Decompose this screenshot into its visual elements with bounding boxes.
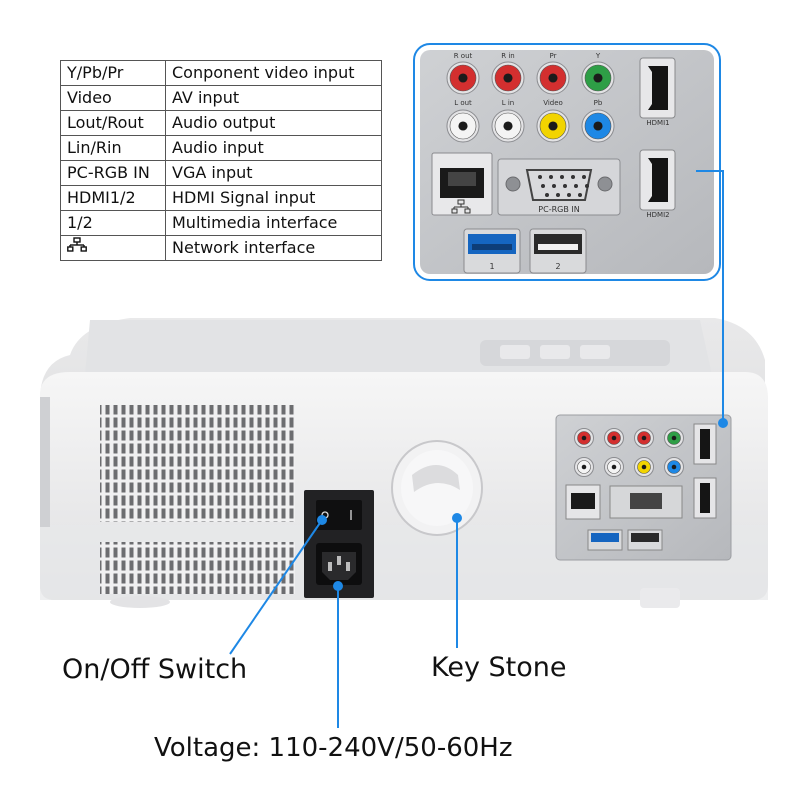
power-module bbox=[304, 490, 374, 598]
mini-jack-top[interactable] bbox=[664, 428, 684, 448]
y-jack[interactable] bbox=[581, 61, 615, 95]
usb-port-2[interactable]: 2 bbox=[529, 228, 587, 274]
keystone-knob[interactable] bbox=[391, 440, 483, 536]
legend-description: Audio input bbox=[165, 135, 382, 161]
rout-jack[interactable] bbox=[446, 61, 480, 95]
lin-label: L in bbox=[502, 99, 515, 107]
mini-jack-top[interactable] bbox=[574, 428, 594, 448]
legend-port: Lin/Rin bbox=[60, 135, 166, 161]
mini-vga[interactable] bbox=[609, 485, 683, 519]
usb-port-1[interactable]: 1 bbox=[463, 228, 521, 274]
mini-jack-bottom[interactable] bbox=[664, 457, 684, 477]
pb-label: Pb bbox=[594, 99, 603, 107]
legend-description: HDMI Signal input bbox=[165, 185, 382, 211]
legend-port: 1/2 bbox=[60, 210, 166, 236]
rin-label: R in bbox=[501, 52, 514, 60]
vent-grille-lower bbox=[100, 542, 295, 594]
video-jack[interactable] bbox=[536, 109, 570, 143]
hdmi2-label: HDMI2 bbox=[646, 211, 669, 219]
vga-port[interactable]: PC-RGB IN bbox=[497, 158, 621, 216]
zoom-leader-line bbox=[696, 170, 724, 423]
legend-description: AV input bbox=[165, 85, 382, 111]
legend-description: Conponent video input bbox=[165, 60, 382, 86]
legend-description: Multimedia interface bbox=[165, 210, 382, 236]
usb1-label: 1 bbox=[489, 262, 494, 271]
network-icon bbox=[67, 237, 87, 252]
onoff-switch-label: On/Off Switch bbox=[62, 654, 248, 685]
hdmi2-port[interactable]: HDMI2 bbox=[639, 149, 676, 219]
video-label: Video bbox=[543, 99, 563, 107]
vent-grille-upper bbox=[100, 405, 295, 522]
mini-jack-bottom[interactable] bbox=[634, 457, 654, 477]
mini-jack-top[interactable] bbox=[604, 428, 624, 448]
legend-row: Network interface bbox=[60, 235, 382, 261]
lan-port[interactable] bbox=[431, 152, 493, 216]
zoom-leader-dot bbox=[718, 418, 728, 428]
y-label: Y bbox=[595, 52, 601, 60]
legend-port bbox=[60, 235, 166, 261]
network-icon bbox=[451, 199, 471, 214]
voltage-label: Voltage: 110-240V/50-60Hz bbox=[154, 733, 513, 763]
io-panel-zoom: R out R in Pr Y L out L in Video Pb PC-RGB IN bbox=[413, 43, 721, 281]
mini-jack-bottom[interactable] bbox=[574, 457, 594, 477]
legend-port: HDMI1/2 bbox=[60, 185, 166, 211]
lin-jack[interactable] bbox=[491, 109, 525, 143]
legend-port: Y/Pb/Pr bbox=[60, 60, 166, 86]
lout-label: L out bbox=[454, 99, 472, 107]
legend-description: Network interface bbox=[165, 235, 382, 261]
legend-port: PC-RGB IN bbox=[60, 160, 166, 186]
usb2-label: 2 bbox=[555, 262, 560, 271]
projector-foot bbox=[640, 588, 680, 608]
onoff-leader-line bbox=[229, 519, 323, 655]
pr-label: Pr bbox=[550, 52, 557, 60]
hdmi1-label: HDMI1 bbox=[646, 119, 669, 127]
lout-jack[interactable] bbox=[446, 109, 480, 143]
pr-jack[interactable] bbox=[536, 61, 570, 95]
hdmi1-port[interactable]: HDMI1 bbox=[639, 57, 676, 127]
pcrgb-label: PC-RGB IN bbox=[538, 205, 579, 214]
legend-description: Audio output bbox=[165, 110, 382, 136]
callout-lines bbox=[229, 170, 728, 728]
pb-jack[interactable] bbox=[581, 109, 615, 143]
rin-jack[interactable] bbox=[491, 61, 525, 95]
mini-jack-top[interactable] bbox=[634, 428, 654, 448]
legend-description: VGA input bbox=[165, 160, 382, 186]
rear-io-panel bbox=[555, 414, 732, 561]
keystone-label: Key Stone bbox=[431, 652, 567, 683]
mini-jack-bottom[interactable] bbox=[604, 457, 624, 477]
rout-label: R out bbox=[454, 52, 473, 60]
on-off-switch[interactable] bbox=[316, 500, 362, 530]
